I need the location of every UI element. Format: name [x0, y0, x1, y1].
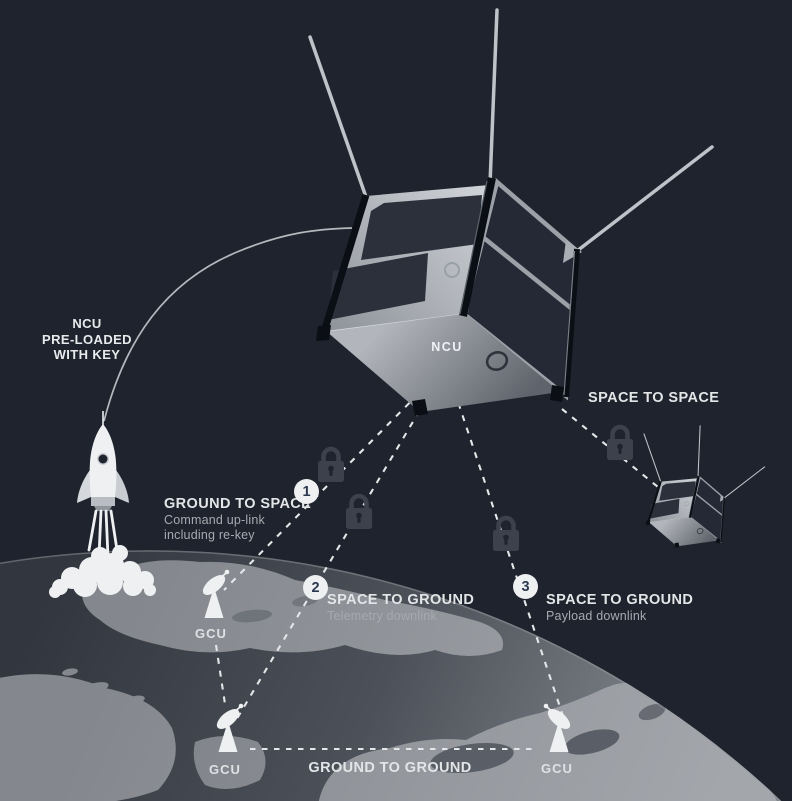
launch-smoke	[49, 545, 156, 598]
ground-to-ground-label: GROUND TO GROUND	[308, 760, 472, 776]
ncu-preloaded-line2: PRE-LOADED	[42, 331, 132, 347]
link-line-gcu1-gcu2	[214, 644, 227, 705]
link-ground-to-space-caption: GROUND TO SPACE Command up-link includin…	[164, 496, 311, 542]
link-desc: Telemetry downlink	[327, 609, 437, 623]
link-payload-caption: SPACE TO GROUND Payload downlink	[546, 592, 693, 624]
continent-south-america	[0, 674, 176, 801]
link-line-space-to-space	[561, 408, 675, 501]
link-telemetry-caption: SPACE TO GROUND Telemetry downlink	[327, 592, 474, 624]
ncu-preloaded-line1: NCU	[72, 316, 102, 331]
space-to-space-label: SPACE TO SPACE	[588, 390, 720, 406]
gcu-label-1: GCU	[195, 626, 227, 641]
trajectory-arc	[103, 227, 353, 422]
ncu-preloaded-caption: NCU PRE-LOADED WITH KEY	[27, 316, 147, 363]
link-line-telemetry-downlink	[234, 365, 447, 723]
link-title: SPACE TO GROUND	[546, 592, 694, 608]
link-desc: including re-key	[164, 527, 255, 542]
satellite-ncu-label: NCU	[431, 340, 463, 354]
earth	[0, 550, 792, 801]
link-badge-1: 1	[294, 479, 319, 504]
continent-north-america	[82, 560, 504, 656]
gcu-label-2: GCU	[209, 762, 241, 777]
link-title: SPACE TO GROUND	[327, 592, 475, 608]
link-desc: Payload downlink	[546, 609, 647, 623]
ncu-preloaded-line3: WITH KEY	[53, 347, 121, 362]
rocket-icon	[49, 411, 156, 598]
link-badge-3: 3	[513, 574, 538, 599]
gcu-label-3: GCU	[541, 761, 573, 776]
link-title: GROUND TO SPACE	[164, 496, 312, 512]
link-desc: Command up-link	[164, 513, 265, 527]
link-badge-2: 2	[303, 575, 328, 600]
